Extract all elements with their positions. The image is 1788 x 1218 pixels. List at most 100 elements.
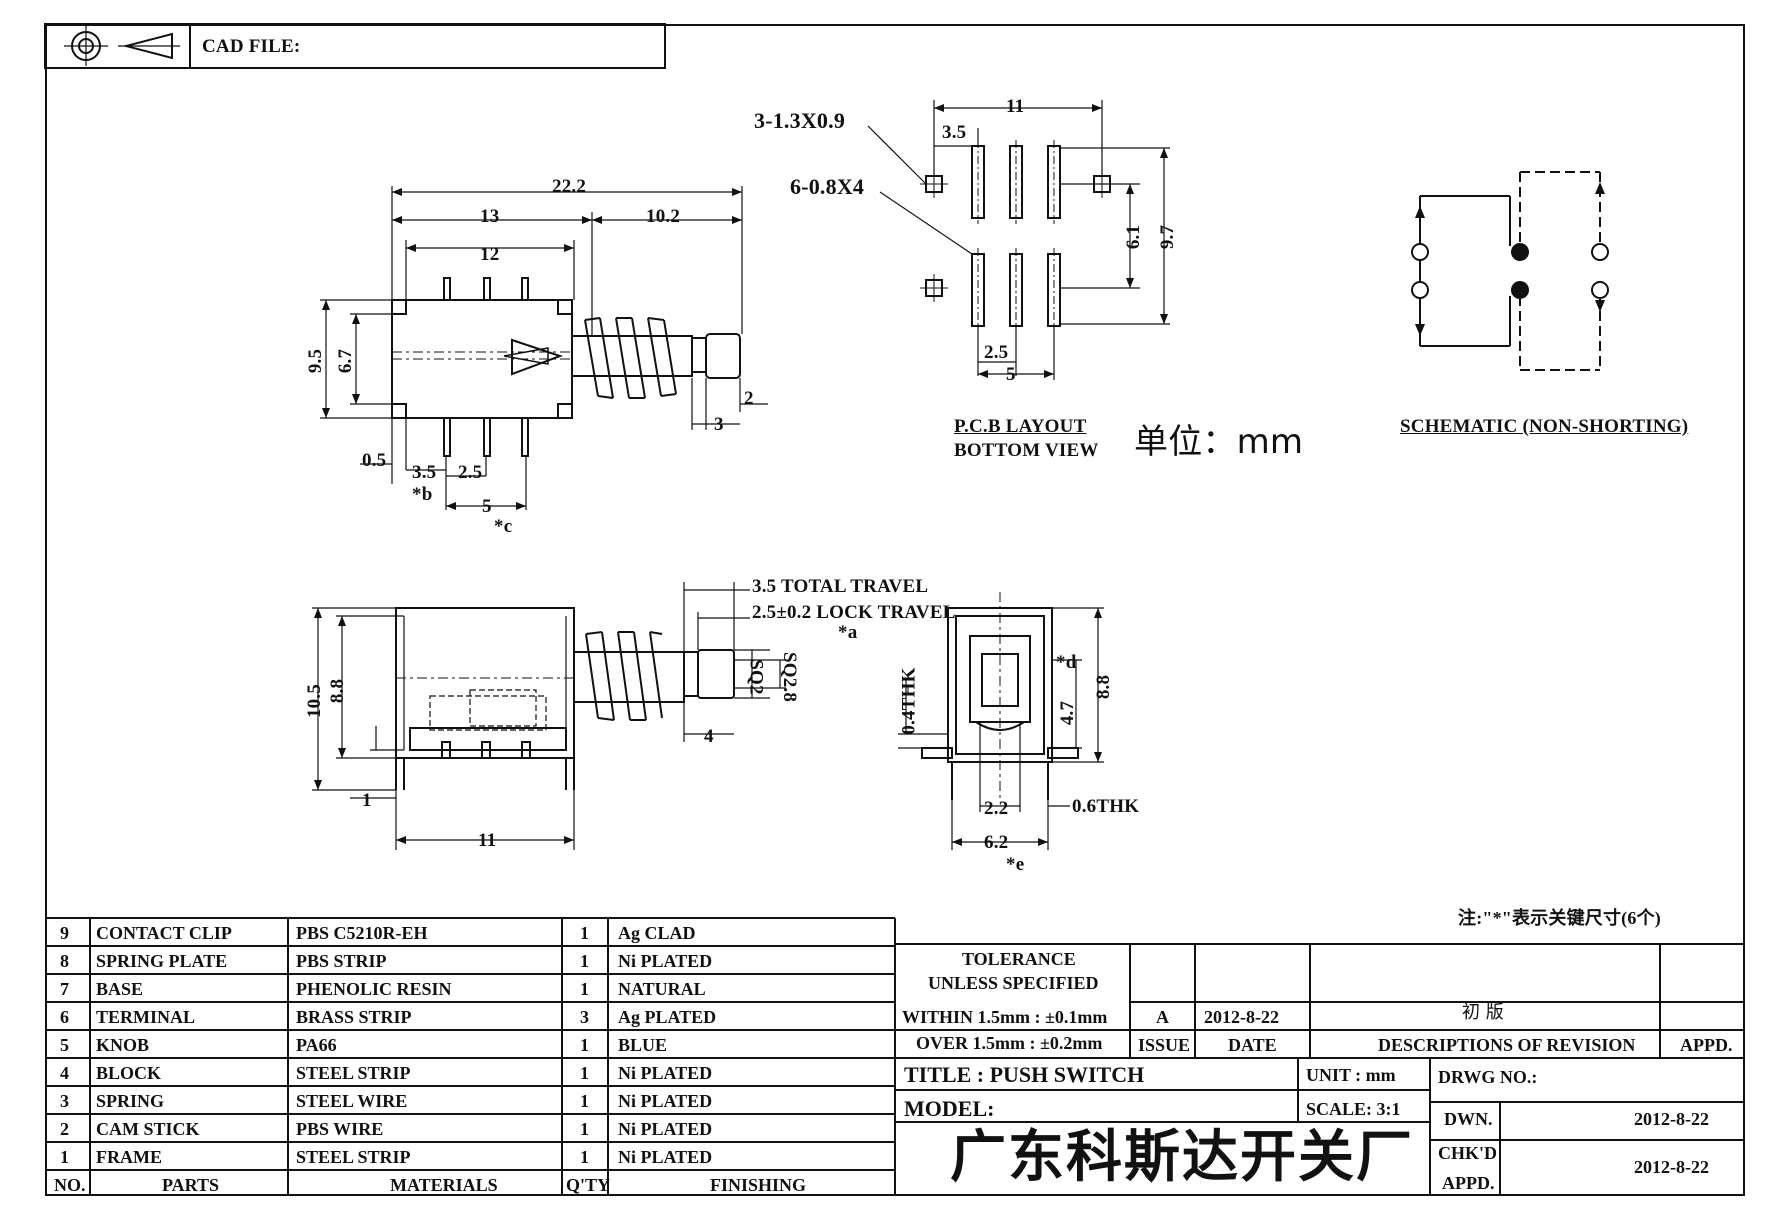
pcb-title-line1: P.C.B LAYOUT bbox=[954, 416, 1087, 437]
bom-part: BASE bbox=[96, 979, 144, 999]
bom-no: 5 bbox=[60, 1035, 69, 1055]
projection-symbol-icon bbox=[64, 26, 180, 66]
tv-dim-0-5: 0.5 bbox=[362, 450, 387, 471]
bom-header-materials: MATERIALS bbox=[390, 1175, 498, 1195]
pcb-dim-2-5: 2.5 bbox=[984, 342, 1009, 363]
bom-no: 3 bbox=[60, 1091, 69, 1111]
bom-material: STEEL STRIP bbox=[296, 1147, 411, 1167]
bom-part: TERMINAL bbox=[96, 1007, 196, 1027]
company-name: 广东科斯达开关厂 bbox=[950, 1125, 1414, 1190]
bom-material: PA66 bbox=[296, 1035, 337, 1055]
bom-header-qty: Q'TY bbox=[566, 1175, 611, 1195]
bom-qty: 1 bbox=[580, 923, 589, 943]
tolerance-heading: TOLERANCE bbox=[962, 949, 1076, 969]
model-field: MODEL: bbox=[904, 1096, 995, 1121]
tv-mark-b: *b bbox=[412, 484, 433, 505]
bom-material: PHENOLIC RESIN bbox=[296, 979, 452, 999]
pcb-callout-slots: 6-0.8X4 bbox=[790, 174, 865, 199]
bom-finishing: Ag PLATED bbox=[618, 1007, 717, 1027]
pcb-callout-pads: 3-1.3X0.9 bbox=[754, 108, 846, 133]
bom-qty: 1 bbox=[580, 1119, 589, 1139]
bom-part: CONTACT CLIP bbox=[96, 923, 232, 943]
title-field: TITLE : PUSH SWITCH bbox=[904, 1062, 1145, 1087]
checked-label: CHK'D bbox=[1438, 1143, 1498, 1163]
tolerance-over: OVER 1.5mm : ±0.2mm bbox=[916, 1033, 1103, 1053]
title-block-lines bbox=[895, 943, 1745, 1196]
drawn-date: 2012-8-22 bbox=[1634, 1109, 1709, 1129]
ev-dim-4-7: 4.7 bbox=[1057, 700, 1079, 726]
bom-no: 2 bbox=[60, 1119, 69, 1139]
bom-qty: 1 bbox=[580, 1063, 589, 1083]
bom-material: PBS STRIP bbox=[296, 951, 387, 971]
tv-dim-22-2: 22.2 bbox=[552, 176, 587, 197]
bom-material: BRASS STRIP bbox=[296, 1007, 412, 1027]
bom-part: SPRING bbox=[96, 1091, 165, 1111]
end-view bbox=[898, 592, 1104, 850]
drawn-label: DWN. bbox=[1444, 1109, 1493, 1129]
bom-qty: 3 bbox=[580, 1007, 589, 1027]
bom-qty: 1 bbox=[580, 1035, 589, 1055]
bom-table-lines bbox=[45, 917, 896, 1196]
ev-dim-0-6thk: 0.6THK bbox=[1072, 796, 1140, 817]
bom-qty: 1 bbox=[580, 1147, 589, 1167]
bom-part: FRAME bbox=[96, 1147, 162, 1167]
ev-mark-d: *d bbox=[1056, 652, 1077, 673]
bom-material: PBS WIRE bbox=[296, 1119, 384, 1139]
tv-dim-6-7: 6.7 bbox=[335, 348, 357, 374]
bom-qty: 1 bbox=[580, 1091, 589, 1111]
tolerance-within: WITHIN 1.5mm : ±0.1mm bbox=[902, 1007, 1108, 1027]
bom-no: 7 bbox=[60, 979, 69, 999]
ev-mark-e: *e bbox=[1006, 854, 1025, 875]
sv-dim-sq2: SQ2 bbox=[745, 659, 767, 695]
revision-header-date: DATE bbox=[1228, 1035, 1277, 1055]
ev-dim-6-2: 6.2 bbox=[984, 832, 1009, 853]
sv-dim-11: 11 bbox=[478, 830, 497, 851]
tolerance-unless: UNLESS SPECIFIED bbox=[928, 973, 1099, 993]
drawing-number-label: DRWG NO.: bbox=[1438, 1067, 1538, 1087]
sv-total-travel: 3.5 TOTAL TRAVEL bbox=[752, 576, 929, 597]
sv-dim-8-8: 8.8 bbox=[327, 678, 349, 704]
ev-dim-2-2: 2.2 bbox=[984, 798, 1009, 819]
bom-finishing: Ni PLATED bbox=[618, 1147, 713, 1167]
bom-no: 4 bbox=[60, 1063, 69, 1083]
bom-part: SPRING PLATE bbox=[96, 951, 228, 971]
revision-header-description: DESCRIPTIONS OF REVISION bbox=[1378, 1035, 1636, 1055]
tv-dim-10-2: 10.2 bbox=[646, 206, 681, 227]
ev-dim-8-8: 8.8 bbox=[1093, 674, 1115, 700]
bom-finishing: Ni PLATED bbox=[618, 951, 713, 971]
revision-date: 2012-8-22 bbox=[1204, 1007, 1279, 1027]
bom-finishing: Ag CLAD bbox=[618, 923, 696, 943]
pcb-layout bbox=[867, 100, 1170, 380]
tv-dim-2: 2 bbox=[744, 388, 754, 409]
tv-dim-3-5: 3.5 bbox=[412, 462, 437, 483]
bom-qty: 1 bbox=[580, 951, 589, 971]
bom-no: 9 bbox=[60, 923, 69, 943]
bom-finishing: Ni PLATED bbox=[618, 1119, 713, 1139]
bom-finishing: Ni PLATED bbox=[618, 1091, 713, 1111]
sv-dim-1: 1 bbox=[362, 790, 372, 811]
approved-date: 2012-8-22 bbox=[1634, 1157, 1709, 1177]
tv-dim-12: 12 bbox=[480, 244, 500, 265]
unit-label: 单位：mm bbox=[1134, 422, 1304, 462]
sv-lock-travel: 2.5±0.2 LOCK TRAVEL bbox=[752, 602, 956, 623]
tv-dim-13: 13 bbox=[480, 206, 500, 227]
bom-part: BLOCK bbox=[96, 1063, 162, 1083]
cad-file-label: CAD FILE: bbox=[202, 36, 301, 57]
pcb-dim-3-5: 3.5 bbox=[942, 122, 967, 143]
pcb-title-line2: BOTTOM VIEW bbox=[954, 440, 1099, 461]
ev-dim-0-4thk: 0.4THK bbox=[898, 667, 920, 735]
sv-mark-a: *a bbox=[838, 622, 858, 643]
pcb-dim-9-7: 9.7 bbox=[1157, 224, 1179, 250]
bom-part: CAM STICK bbox=[96, 1119, 200, 1139]
top-view bbox=[320, 186, 768, 510]
bom-no: 1 bbox=[60, 1147, 69, 1167]
unit-field: UNIT : mm bbox=[1306, 1065, 1396, 1085]
sv-dim-sq2-8: SQ2.8 bbox=[779, 651, 801, 703]
bom-header-parts: PARTS bbox=[162, 1175, 220, 1195]
revision-header-issue: ISSUE bbox=[1138, 1035, 1191, 1055]
approved-label: APPD. bbox=[1442, 1173, 1495, 1193]
revision-issue: A bbox=[1156, 1007, 1169, 1027]
bom-finishing: Ni PLATED bbox=[618, 1063, 713, 1083]
arrowheads bbox=[314, 104, 1605, 846]
